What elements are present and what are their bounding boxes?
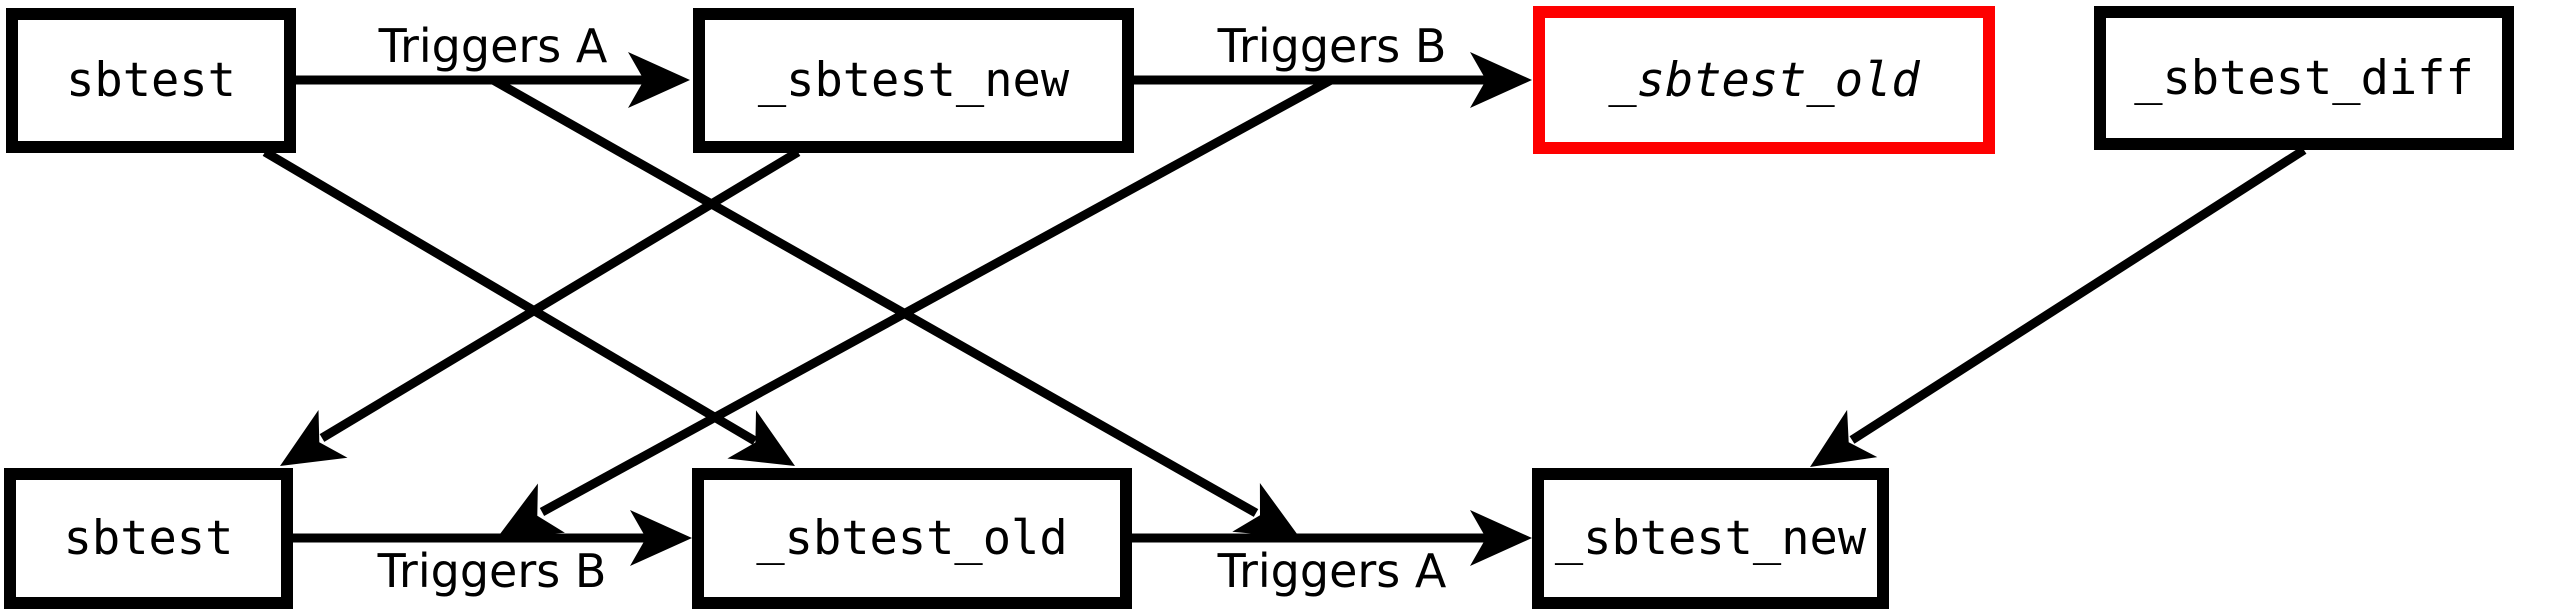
- node-top-sbtest-new: _sbtest_new: [693, 8, 1134, 153]
- edge-rename-new-to-sbtest: [319, 148, 801, 442]
- label-bottom-triggers-b: Triggers B: [377, 544, 607, 598]
- edge-rename-sbtest-to-old: [262, 148, 758, 445]
- arrowhead-top-triggers-b: [1470, 52, 1532, 108]
- edge-move-trigger-b: [539, 76, 1334, 516]
- arrowhead-rename-sbtest-to-old: [727, 410, 795, 466]
- arrowhead-move-trigger-a: [1232, 483, 1300, 538]
- arrowhead-rename-new-to-sbtest: [280, 410, 348, 466]
- label-top-triggers-b: Triggers B: [1217, 19, 1447, 73]
- node-top-sbtest: sbtest: [6, 8, 296, 153]
- arrowhead-diff-to-new: [1810, 409, 1878, 467]
- edge-move-trigger-a: [490, 76, 1259, 517]
- node-top-sbtest-old-highlighted: _sbtest_old: [1533, 6, 1995, 154]
- arrowhead-move-trigger-b: [497, 483, 565, 538]
- label-top-triggers-a: Triggers A: [378, 19, 608, 73]
- node-bottom-sbtest-old: _sbtest_old: [692, 468, 1132, 609]
- edge-diff-to-new: [1849, 146, 2307, 444]
- arrowhead-bottom-triggers-b: [630, 510, 692, 566]
- node-top-sbtest-diff: _sbtest_diff: [2094, 6, 2514, 150]
- arrowhead-top-triggers-a: [628, 52, 690, 108]
- label-bottom-triggers-a: Triggers A: [1217, 544, 1447, 598]
- node-bottom-sbtest-new: _sbtest_new: [1532, 468, 1889, 609]
- node-bottom-sbtest: sbtest: [4, 468, 293, 609]
- arrowhead-bottom-triggers-a: [1470, 510, 1532, 566]
